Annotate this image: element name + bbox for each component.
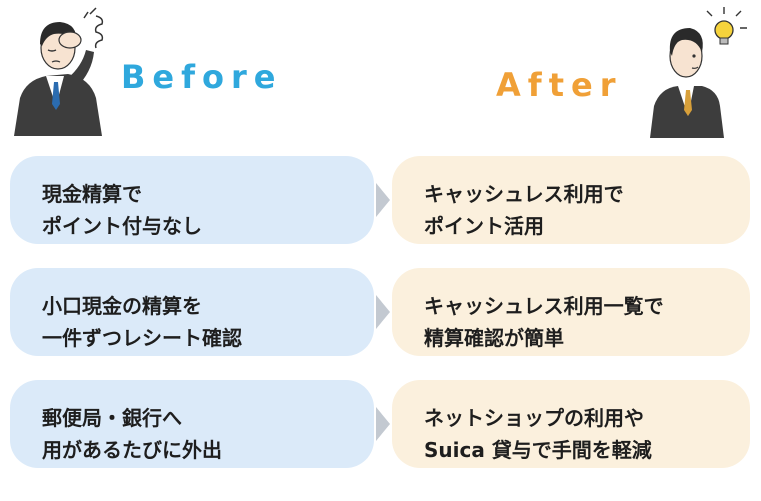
chevron-right-icon bbox=[376, 407, 390, 441]
after-item-3-line2: Suica 貸与で手間を軽減 bbox=[424, 438, 652, 462]
before-item-1-line1: 現金精算で bbox=[42, 182, 142, 206]
after-item-2-line1: キャッシュレス利用一覧で bbox=[424, 294, 664, 318]
before-title: Before bbox=[121, 58, 283, 96]
before-item-2-line1: 小口現金の精算を bbox=[42, 294, 202, 318]
after-item-3: ネットショップの利用や Suica 貸与で手間を軽減 bbox=[392, 380, 750, 468]
chevron-right-icon bbox=[376, 183, 390, 217]
before-item-3-line2: 用があるたびに外出 bbox=[42, 438, 222, 462]
before-item-2: 小口現金の精算を 一件ずつレシート確認 bbox=[10, 268, 374, 356]
after-item-1: キャッシュレス利用で ポイント活用 bbox=[392, 156, 750, 244]
after-item-1-line1: キャッシュレス利用で bbox=[424, 182, 624, 206]
before-item-1-line2: ポイント付与なし bbox=[42, 214, 202, 238]
before-item-3-line1: 郵便局・銀行へ bbox=[42, 406, 182, 430]
before-item-3: 郵便局・銀行へ 用があるたびに外出 bbox=[10, 380, 374, 468]
worried-businessman-icon bbox=[14, 7, 104, 136]
inspired-businessman-icon bbox=[650, 7, 747, 138]
before-item-1: 現金精算で ポイント付与なし bbox=[10, 156, 374, 244]
before-item-2-line2: 一件ずつレシート確認 bbox=[42, 326, 242, 350]
after-item-3-line1: ネットショップの利用や bbox=[424, 406, 644, 430]
chevron-right-icon bbox=[376, 295, 390, 329]
after-item-1-line2: ポイント活用 bbox=[424, 214, 544, 238]
after-item-2: キャッシュレス利用一覧で 精算確認が簡単 bbox=[392, 268, 750, 356]
after-item-2-line2: 精算確認が簡単 bbox=[424, 326, 564, 350]
after-title: After bbox=[496, 66, 623, 104]
